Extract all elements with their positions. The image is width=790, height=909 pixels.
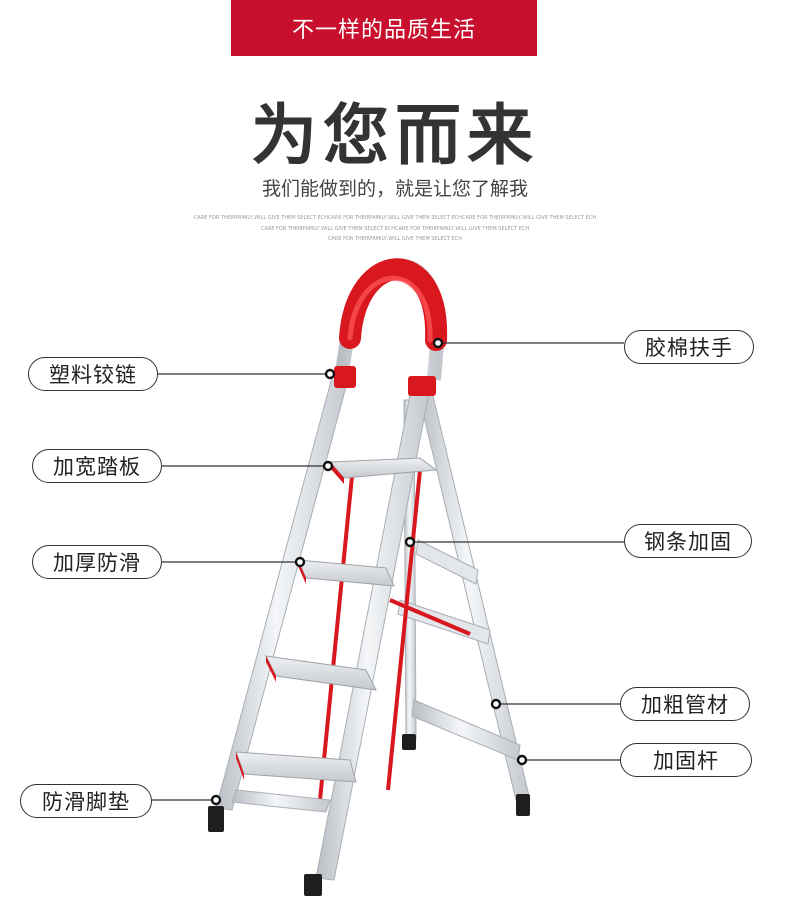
callout-label: 加固杆: [653, 749, 719, 773]
rear-frame: [397, 391, 531, 801]
callout-label: 胶棉扶手: [645, 336, 733, 360]
callout-label: 钢条加固: [644, 530, 732, 554]
leader-lines: [152, 342, 624, 801]
callout-label: 塑料铰链: [49, 363, 137, 387]
right-hinge: [408, 376, 436, 396]
callout-thick-antislip: 加厚防滑: [32, 545, 162, 579]
callout-thick-tube: 加粗管材: [620, 687, 750, 721]
banner-text: 不一样的品质生活: [291, 18, 476, 43]
fine-print-line-1: CARE FOR THEIRFAMILY,WILL GIVE THEM SELE…: [193, 215, 597, 221]
handrail: [335, 258, 448, 381]
anti-slip-feet: [208, 734, 530, 896]
leader-dots: [210, 337, 528, 806]
callout-plastic-hinge: 塑料铰链: [28, 357, 158, 391]
callout-label: 防滑脚垫: [42, 790, 130, 814]
left-hinge: [334, 366, 356, 388]
callout-antislip-foot: 防滑脚垫: [20, 784, 152, 818]
fine-print-line-2: CARE FOR THEIRFAMILY,WILL GIVE THEM SELE…: [260, 226, 530, 232]
steel-support-rods: [318, 469, 471, 801]
callout-wide-pedal: 加宽踏板: [32, 449, 162, 483]
callout-label: 加厚防滑: [53, 551, 141, 575]
steps: [231, 457, 438, 813]
callout-label: 加宽踏板: [53, 455, 141, 479]
callout-steel-bar: 钢条加固: [624, 524, 752, 558]
subtitle: 我们能做到的，就是让您了解我: [261, 178, 528, 200]
top-banner: 不一样的品质生活: [231, 0, 537, 56]
callout-reinforce-rod: 加固杆: [620, 743, 752, 777]
callout-label: 加粗管材: [641, 693, 729, 717]
headline: 为您而来: [251, 97, 539, 174]
callout-foam-handrail: 胶棉扶手: [624, 330, 754, 364]
fine-print-line-3: CARE FOR THEIRFAMILY,WILL GIVE THEM SELE…: [327, 236, 463, 242]
